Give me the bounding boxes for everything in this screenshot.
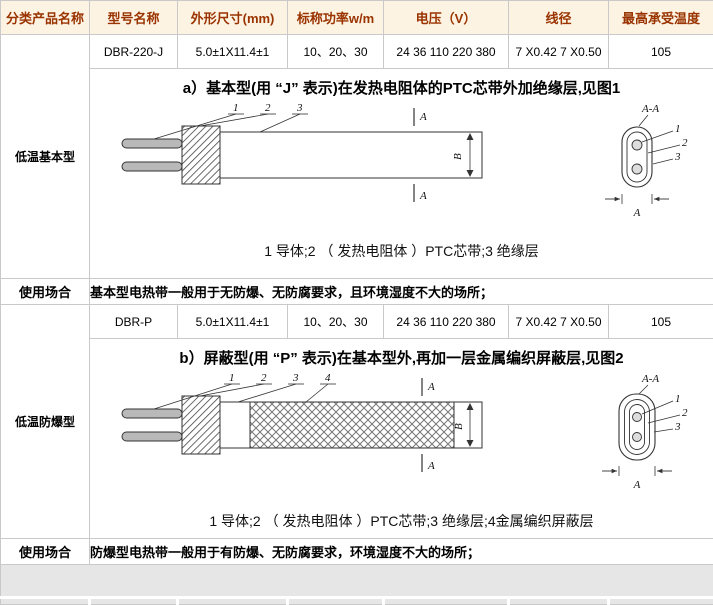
- footer-cell: [178, 598, 288, 605]
- ptc-core: [182, 126, 220, 184]
- braid-shield: [250, 402, 454, 448]
- cs-label-1: 1: [675, 393, 681, 405]
- header-wire: 线径: [509, 1, 609, 35]
- figure-b-cell: b）屏蔽型(用 “P” 表示)在基本型外,再加一层金属编织屏蔽层,见图2: [90, 339, 713, 539]
- section-label-top: A: [419, 111, 427, 123]
- label-4: 4: [325, 372, 331, 384]
- model-cell: DBR-P: [90, 305, 178, 339]
- section-label-bottom: A: [427, 460, 435, 472]
- table-row: 低温防爆型 DBR-P 5.0±1X11.4±1 10、20、30 24 36 …: [1, 305, 713, 339]
- figure-b-caption: 1 导体;2 （ 发热电阻体 ）PTC芯带;3 绝缘层;4金属编织屏蔽层: [90, 511, 713, 531]
- figure-row-a: a）基本型(用 “J” 表示)在发热电阻体的PTC芯带外加绝缘层,见图1: [1, 69, 713, 279]
- label-3: 3: [296, 102, 303, 114]
- conductor-pin-top: [122, 139, 182, 148]
- wire-cell: 7 X0.42 7 X0.50: [509, 35, 609, 69]
- footer-cell: [1, 598, 90, 605]
- header-row: 分类产品名称 型号名称 外形尺寸(mm) 标称功率w/m 电压（V） 线径 最高…: [1, 1, 713, 35]
- cs-label-3: 3: [674, 421, 681, 433]
- cs-label-2: 2: [682, 137, 688, 149]
- category-basic: 低温基本型: [1, 35, 90, 279]
- label-1: 1: [233, 102, 239, 114]
- cs-label-2: 2: [682, 407, 688, 419]
- label-3: 3: [292, 372, 299, 384]
- dimension-a: A: [602, 466, 672, 491]
- footer-cell: [509, 598, 609, 605]
- power-cell: 10、20、30: [288, 35, 384, 69]
- figure-b-title: b）屏蔽型(用 “P” 表示)在基本型外,再加一层金属编织屏蔽层,见图2: [90, 347, 713, 368]
- header-category: 分类产品名称: [1, 1, 90, 35]
- section-label-bottom: A: [419, 190, 427, 202]
- usage-row-a: 使用场合 基本型电热带一般用于无防爆、无防腐要求，且环境湿度不大的场所；: [1, 279, 713, 305]
- ptc-core: [182, 396, 220, 454]
- size-cell: 5.0±1X11.4±1: [178, 35, 288, 69]
- usage-text: 防爆型电热带一般用于有防爆、无防腐要求，环境湿度不大的场所；: [90, 539, 713, 565]
- maxtemp-cell: 105: [609, 305, 713, 339]
- label-2: 2: [265, 102, 271, 114]
- footer-band-cell: [1, 565, 713, 598]
- size-cell: 5.0±1X11.4±1: [178, 305, 288, 339]
- conductor-pin-bottom: [122, 432, 182, 441]
- usage-label: 使用场合: [1, 539, 90, 565]
- section-title: A-A: [641, 373, 659, 385]
- header-maxtemp: 最高承受温度: [609, 1, 713, 35]
- section-label-top: A: [427, 381, 435, 393]
- footer-cell: [609, 598, 713, 605]
- label-1: 1: [229, 372, 235, 384]
- figure-a-diagram: 1 2 3 A A B: [92, 98, 712, 236]
- model-cell: DBR-220-J: [90, 35, 178, 69]
- dimension-a-label: A: [632, 479, 640, 491]
- power-cell: 10、20、30: [288, 305, 384, 339]
- dimension-b-label: B: [452, 153, 464, 160]
- conductor-pin-top: [122, 409, 182, 418]
- usage-row-b: 使用场合 防爆型电热带一般用于有防爆、无防腐要求，环境湿度不大的场所；: [1, 539, 713, 565]
- figure-b-diagram: 1 2 3 4 A A B: [92, 368, 712, 506]
- footer-bottom-band: [1, 598, 713, 605]
- usage-label: 使用场合: [1, 279, 90, 305]
- header-model: 型号名称: [90, 1, 178, 35]
- figure-a-title: a）基本型(用 “J” 表示)在发热电阻体的PTC芯带外加绝缘层,见图1: [90, 77, 713, 98]
- header-power: 标称功率w/m: [288, 1, 384, 35]
- voltage-cell: 24 36 110 220 380: [384, 35, 509, 69]
- section-title: A-A: [641, 103, 659, 115]
- table-row: 低温基本型 DBR-220-J 5.0±1X11.4±1 10、20、30 24…: [1, 35, 713, 69]
- header-voltage: 电压（V）: [384, 1, 509, 35]
- category-explosionproof: 低温防爆型: [1, 305, 90, 539]
- voltage-cell: 24 36 110 220 380: [384, 305, 509, 339]
- dimension-a: A: [605, 194, 669, 219]
- dimension-b-label: B: [453, 423, 465, 430]
- figure-row-b: b）屏蔽型(用 “P” 表示)在基本型外,再加一层金属编织屏蔽层,见图2: [1, 339, 713, 539]
- cross-section: A-A 1 2 3 A: [602, 373, 688, 491]
- header-size: 外形尺寸(mm): [178, 1, 288, 35]
- cable-body: [220, 132, 482, 178]
- cs-label-1: 1: [675, 123, 681, 135]
- footer-band: [1, 565, 713, 598]
- figure-a-cell: a）基本型(用 “J” 表示)在发热电阻体的PTC芯带外加绝缘层,见图1: [90, 69, 713, 279]
- footer-cell: [384, 598, 509, 605]
- maxtemp-cell: 105: [609, 35, 713, 69]
- footer-cell: [90, 598, 178, 605]
- dimension-a-label: A: [632, 207, 640, 219]
- cross-section: A-A 1 2 3 A: [605, 103, 688, 219]
- wire-cell: 7 X0.42 7 X0.50: [509, 305, 609, 339]
- cs-label-3: 3: [674, 151, 681, 163]
- conductor-pin-bottom: [122, 162, 182, 171]
- footer-cell: [288, 598, 384, 605]
- usage-text: 基本型电热带一般用于无防爆、无防腐要求，且环境湿度不大的场所；: [90, 279, 713, 305]
- figure-a-caption: 1 导体;2 （ 发热电阻体 ）PTC芯带;3 绝缘层: [90, 241, 713, 261]
- label-2: 2: [261, 372, 267, 384]
